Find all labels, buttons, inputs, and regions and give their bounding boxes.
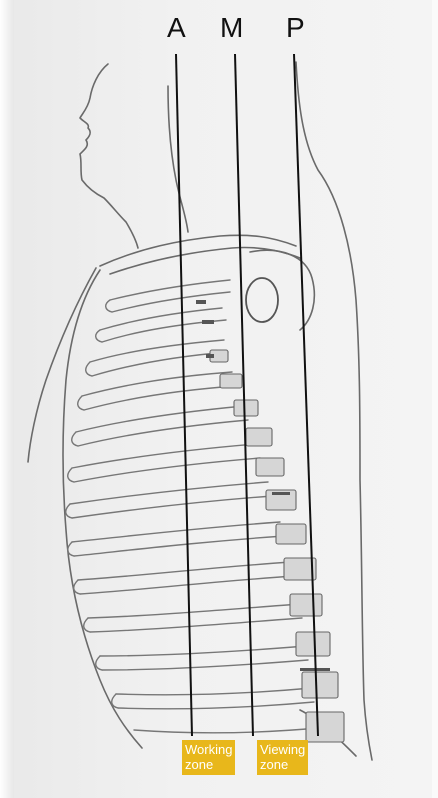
vertebra: [256, 458, 284, 476]
vertebra: [246, 428, 272, 446]
line-a: [176, 54, 192, 736]
working-zone-label: Working zone: [182, 740, 235, 775]
working-zone-line1: Working: [185, 742, 232, 757]
rib: [88, 604, 302, 632]
vertebra: [276, 524, 306, 544]
rib: [134, 728, 318, 733]
viewing-zone-line1: Viewing: [260, 742, 305, 757]
spine: [210, 350, 344, 742]
humeral-head: [246, 278, 278, 322]
rib: [78, 562, 294, 594]
viewing-zone-label: Viewing zone: [257, 740, 308, 775]
rib: [100, 646, 308, 670]
scapula: [250, 250, 314, 330]
vertebra: [296, 632, 330, 656]
line-label-a: A: [167, 14, 186, 42]
face-profile: [80, 64, 138, 248]
rib: [72, 444, 260, 482]
vertebra: [220, 374, 242, 388]
vertebra: [290, 594, 322, 616]
rib: [82, 372, 236, 410]
working-zone-line2: zone: [185, 757, 232, 772]
rib: [72, 522, 284, 556]
rib: [116, 688, 314, 709]
rib: [70, 482, 272, 518]
rib: [110, 280, 230, 312]
vertebra: [306, 712, 344, 742]
vertebra: [234, 400, 258, 416]
rib: [100, 308, 226, 342]
line-m: [235, 54, 253, 736]
vertebra: [302, 672, 338, 698]
viewing-zone-line2: zone: [260, 757, 305, 772]
line-label-p: P: [286, 14, 305, 42]
line-label-m: M: [220, 14, 243, 42]
rib: [76, 406, 248, 446]
